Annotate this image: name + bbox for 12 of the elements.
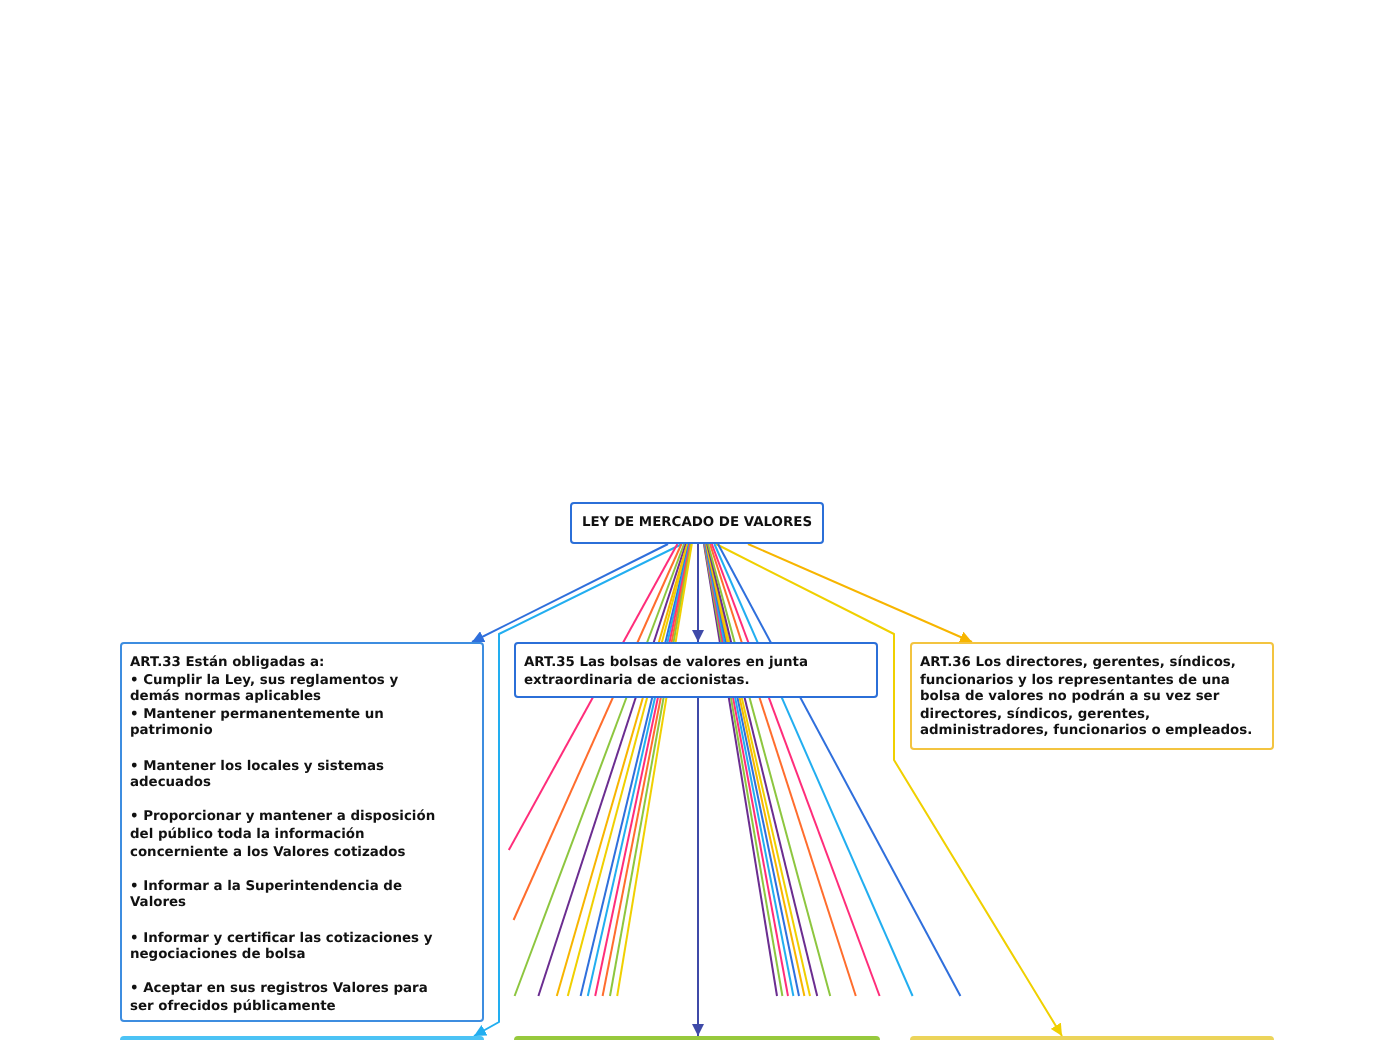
arrow [473,543,683,1037]
connector-line [717,543,962,997]
arrow [715,543,1063,1037]
topic-box [570,502,824,544]
article-box [514,642,878,698]
arrow [747,543,973,643]
arrow [471,543,669,643]
article-box [910,642,1274,750]
arrow [692,697,704,1037]
article-box [120,642,484,1022]
connector-line [713,543,914,997]
arrow [692,543,704,643]
